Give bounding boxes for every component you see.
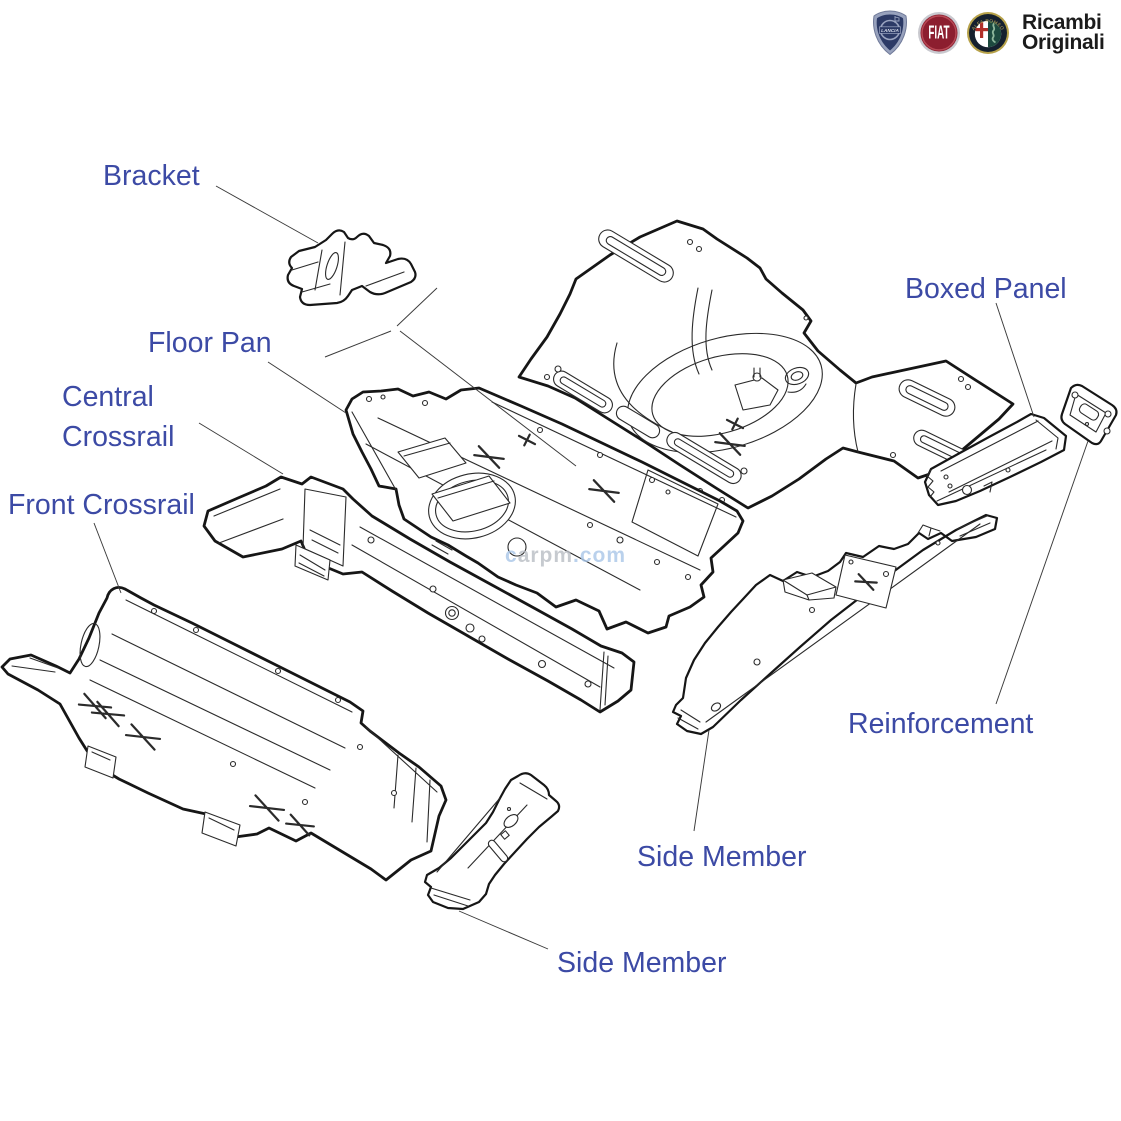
fiat-logo-icon: FIAT: [918, 11, 960, 54]
central-crossrail-holes: [367, 536, 592, 688]
label-central-crossrail-line1: Central: [62, 381, 154, 413]
central-crossrail-drawing: [202, 475, 636, 714]
side-member-right-holes: [753, 540, 941, 666]
leader-side-member-bottom: [458, 910, 549, 950]
leader-boxed-panel: [995, 302, 1035, 418]
front-crossrail-x-stamps: [77, 692, 315, 837]
leader-central-crossrail: [198, 422, 284, 475]
side-member-right-drawing: [671, 513, 999, 736]
floor-pan-drawing: [344, 386, 746, 635]
side-member-bottom-drawing: [423, 772, 561, 911]
brand-text: Ricambi Originali: [1022, 10, 1105, 54]
front-crossrail-drawing: [0, 586, 448, 882]
label-boxed-panel: Boxed Panel: [905, 273, 1067, 305]
leader-lines: [93, 185, 1089, 950]
lancia-logo-icon: LANCIA: [873, 10, 907, 56]
brand-header: LANCIA FIAT ALFA ROMEO Ricambi Originali: [868, 9, 1105, 56]
watermark: carpm.com: [505, 544, 626, 567]
leader-bracket: [215, 185, 319, 244]
boxed-panel-drawing: [923, 412, 1068, 507]
lancia-text: LANCIA: [881, 28, 899, 33]
alfa-romeo-logo-icon: ALFA ROMEO: [967, 11, 1009, 54]
pointer-lines: [324, 287, 577, 467]
front-crossrail-holes: [150, 607, 398, 806]
leader-front-crossrail: [93, 522, 122, 594]
label-floor-pan: Floor Pan: [148, 327, 272, 359]
bracket-part-drawing: [286, 229, 417, 307]
fiat-text: FIAT: [928, 23, 949, 43]
leader-side-member-right: [693, 729, 710, 832]
floor-pan-x-stamps: [473, 417, 746, 503]
reinforcement-drawing: [1060, 383, 1118, 446]
brand-line2: Originali: [1022, 30, 1105, 54]
label-reinforcement: Reinforcement: [848, 708, 1033, 740]
label-bracket: Bracket: [103, 160, 200, 192]
label-side-member-bottom: Side Member: [557, 947, 727, 979]
floor-pan-holes: [365, 394, 692, 581]
label-side-member-right: Side Member: [637, 841, 807, 873]
brand-line1: Ricambi: [1022, 10, 1102, 34]
leader-floor-pan: [267, 361, 347, 414]
leader-reinforcement: [995, 440, 1089, 705]
label-front-crossrail: Front Crossrail: [8, 489, 195, 521]
label-central-crossrail-line2: Crossrail: [62, 421, 174, 453]
part-labels: Bracket Floor Pan Central Crossrail Fron…: [8, 160, 1067, 979]
rear-panel-drawing: [517, 219, 1015, 510]
